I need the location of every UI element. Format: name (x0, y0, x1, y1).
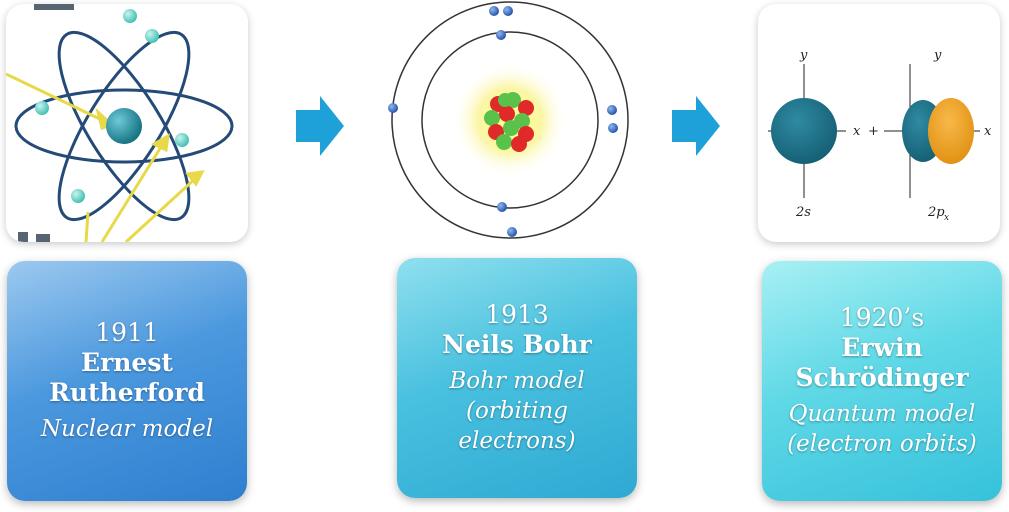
arrow-right-icon (296, 96, 344, 156)
orbital-2p-subscript: x (944, 213, 949, 223)
plus-sign: + (868, 124, 879, 139)
orbital-image-card: y x + y x 2s 2p x (758, 4, 1000, 242)
bohr-atom-icon (388, 1, 629, 239)
bohr-name: Neils Bohr (442, 330, 592, 359)
arrow-right-icon (672, 96, 720, 156)
rutherford-atom-icon (6, 4, 248, 242)
orbital-2p-label: 2p (927, 205, 945, 220)
schrodinger-card: 1920’s Erwin Schrödinger Quantum model (… (762, 261, 1002, 501)
schrodinger-model: Quantum model (electron orbits) (787, 401, 977, 457)
axis-y-label-p: y (933, 48, 942, 63)
axis-x-label-s: x (853, 124, 861, 139)
schrodinger-name: Erwin Schrödinger (795, 333, 969, 392)
bohr-year: 1913 (485, 300, 549, 329)
quantum-orbitals-icon: y x + y x 2s 2p x (768, 48, 992, 223)
rutherford-card: 1911 Ernest Rutherford Nuclear model (7, 261, 247, 501)
bohr-model: Bohr model (orbiting electrons) (449, 368, 585, 454)
bohr-card: 1913 Neils Bohr Bohr model (orbiting ele… (397, 258, 637, 498)
rutherford-name: Ernest Rutherford (49, 348, 205, 407)
rutherford-year: 1911 (95, 318, 159, 347)
orbital-2s-label: 2s (795, 205, 811, 220)
axis-y-label-s: y (799, 48, 808, 63)
rutherford-model: Nuclear model (40, 416, 214, 442)
bohr-image (380, 0, 640, 245)
rutherford-image-card (6, 4, 248, 242)
schrodinger-year: 1920’s (839, 303, 925, 332)
axis-x-label-p: x (984, 124, 992, 139)
